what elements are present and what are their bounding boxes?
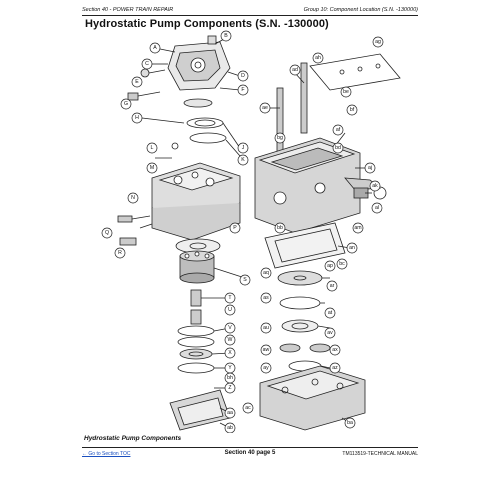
callout-ag: ag	[375, 39, 381, 45]
callout-ak: ak	[372, 183, 378, 189]
callout-ad: ad	[292, 67, 298, 73]
callout-D: D	[241, 73, 245, 79]
callout-X: X	[228, 350, 232, 356]
callout-E: E	[135, 79, 139, 85]
callout-H: H	[135, 115, 139, 121]
callout-aa: aa	[227, 410, 233, 416]
callout-K: K	[241, 157, 245, 163]
section-toc-link[interactable]: ← Go to Section TOC	[82, 451, 131, 457]
callout-aq: aq	[263, 270, 269, 276]
callout-ac: ac	[245, 405, 251, 411]
callout-ab: ab	[227, 425, 233, 431]
callout-ap: ap	[327, 263, 333, 269]
callout-ae: ae	[262, 105, 268, 111]
callout-bb: bb	[277, 225, 283, 231]
callout-labels: A B C D E F G H J K L M N P Q R S T U V	[101, 30, 384, 433]
callout-A: A	[153, 45, 157, 51]
callout-af: af	[336, 127, 341, 133]
callout-W: W	[228, 337, 233, 343]
page-number: Section 40 page 5	[224, 450, 276, 456]
callout-Z: Z	[228, 385, 231, 391]
exploded-view-diagram: A B C D E F G H J K L M N P Q R S T U V	[101, 30, 401, 433]
callout-at: at	[328, 310, 333, 316]
callout-T: T	[228, 295, 232, 301]
callout-an: an	[349, 245, 355, 251]
callout-P: P	[233, 225, 237, 231]
callout-L: L	[151, 145, 154, 151]
callout-Y: Y	[228, 365, 232, 371]
callout-be: be	[343, 89, 349, 95]
callout-Q: Q	[105, 230, 109, 236]
callout-aw: aw	[263, 347, 270, 353]
callout-B: B	[224, 33, 228, 39]
callout-bd: bd	[335, 145, 341, 151]
callout-G: G	[124, 101, 128, 107]
callout-V: V	[228, 325, 232, 331]
callout-aj: aj	[368, 165, 372, 171]
callout-J: J	[242, 145, 245, 151]
callout-au: au	[263, 325, 269, 331]
callout-ah: ah	[315, 55, 321, 61]
callout-ay: ay	[263, 365, 269, 371]
callout-av: av	[327, 330, 333, 336]
page-title: Hydrostatic Pump Components (S.N. -13000…	[85, 18, 329, 30]
callout-U: U	[228, 307, 232, 313]
callout-R: R	[118, 250, 122, 256]
callout-ar: ar	[330, 283, 335, 289]
header-section: Section 40 - POWER TRAIN REPAIR	[82, 7, 174, 13]
callout-M: M	[150, 165, 154, 171]
callout-bf: bf	[350, 107, 355, 113]
callout-S: S	[243, 277, 247, 283]
page-header: Section 40 - POWER TRAIN REPAIR Group 10…	[82, 6, 418, 16]
callout-al: al	[375, 205, 379, 211]
figure-caption: Hydrostatic Pump Components	[84, 435, 182, 442]
header-group: Group 10: Component Location (S.N. -1300…	[303, 7, 418, 13]
callout-az: az	[332, 365, 338, 371]
callout-as: as	[263, 295, 269, 301]
callout-C: C	[145, 61, 149, 67]
page-footer: ← Go to Section TOC Section 40 page 5 TM…	[82, 447, 418, 460]
callout-ba: ba	[347, 420, 353, 426]
manual-reference: TM113519-TECHNICAL MANUAL	[342, 451, 418, 457]
callout-bh: bh	[227, 375, 233, 381]
callout-bc: bc	[339, 261, 345, 267]
callout-ax: ax	[332, 347, 338, 353]
callout-N: N	[131, 195, 135, 201]
callout-bg: bg	[277, 135, 283, 141]
callout-F: F	[241, 87, 244, 93]
callout-am: am	[354, 225, 361, 231]
